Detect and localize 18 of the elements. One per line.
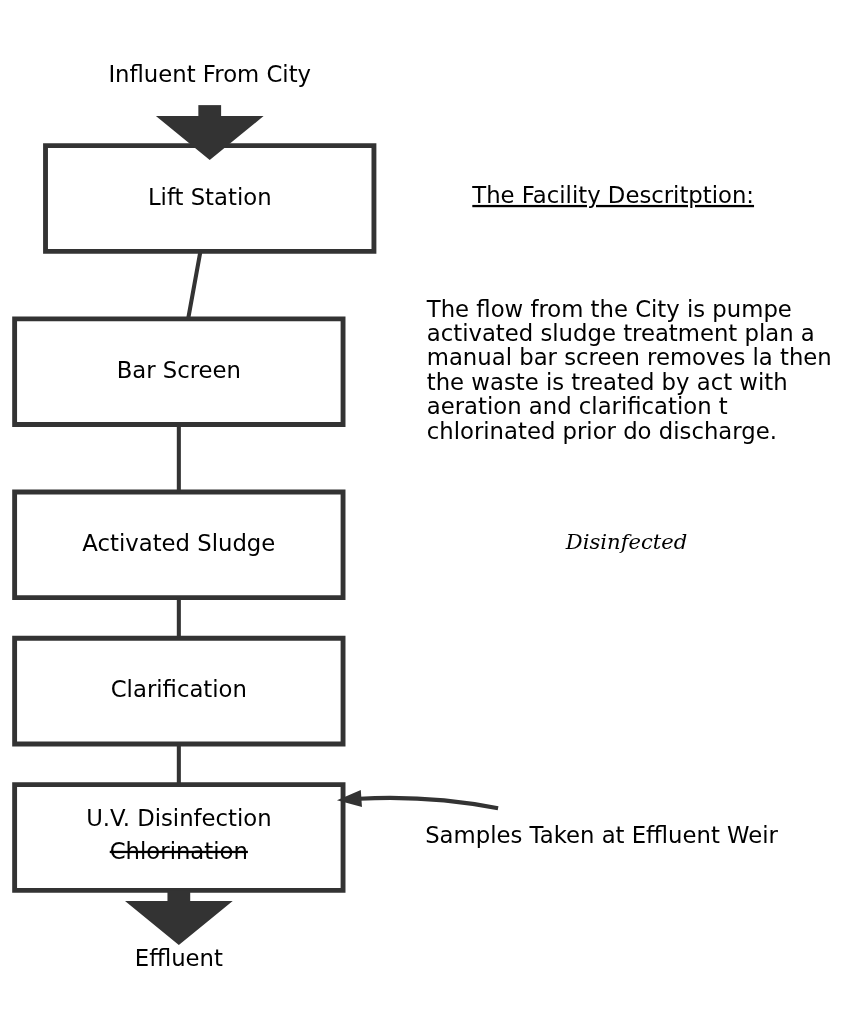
node-box: Activated Sludge <box>12 489 346 600</box>
node-text: Effluent <box>134 944 223 971</box>
node-box: Clarification <box>12 635 346 746</box>
label: The flow from the City is pumpe activated sludge treatment plan a manual bar screen removes la then the waste is treated by act with aeration and clarification t chlorinated prior do discharge. <box>426 295 832 444</box>
connector <box>176 597 181 638</box>
connector <box>176 424 181 492</box>
node-box: U.V. Disinfection Chlorination <box>12 781 346 893</box>
arrow <box>337 789 499 810</box>
node-text: Influent From City <box>108 60 312 87</box>
label: The Facility Descritption: <box>472 181 755 208</box>
arrow <box>125 890 233 945</box>
label: Disinfected <box>565 528 688 554</box>
node-box: Bar Screen <box>12 315 346 427</box>
arrow <box>155 104 264 160</box>
node-text: Samples Taken at Effluent Weir <box>425 822 778 848</box>
node-box: Lift Station <box>43 142 377 254</box>
connector <box>176 743 181 784</box>
connector <box>186 250 203 319</box>
